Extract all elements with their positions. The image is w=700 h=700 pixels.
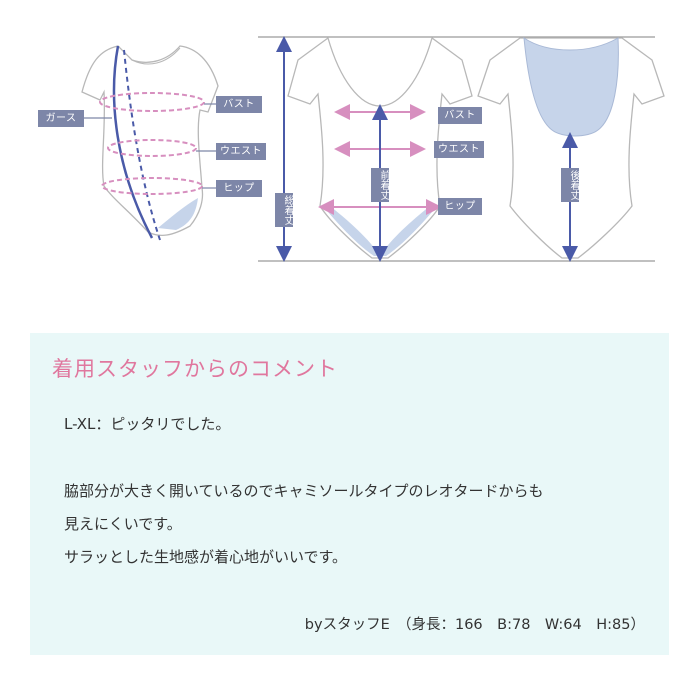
staff-signature: byスタッフE （身長：166 B:78 W:64 H:85） bbox=[304, 617, 645, 633]
total-length-label: 総着丈 bbox=[275, 193, 293, 227]
back-length-label: 後着丈 bbox=[561, 168, 579, 202]
measurement-diagram: ガース バスト ウエスト ヒップ 総着丈 前着丈 後着丈 バスト ウエスト ヒッ… bbox=[0, 0, 700, 300]
bust-label-side: バスト bbox=[216, 96, 262, 113]
front-length-label: 前着丈 bbox=[371, 168, 389, 202]
leotard-side-view bbox=[81, 45, 219, 241]
comment-line-side: 脇部分が大きく開いているのでキャミソールタイプのレオタードからも bbox=[64, 482, 544, 500]
comment-line-fabric: サラッとした生地感が着心地がいいです。 bbox=[64, 548, 348, 566]
girth-label: ガース bbox=[38, 110, 84, 127]
staff-comment-panel: 着用スタッフからのコメント L-XL：ピッタリでした。 脇部分が大きく開いている… bbox=[30, 333, 669, 655]
bust-label-front: バスト bbox=[438, 107, 482, 124]
waist-label-side: ウエスト bbox=[216, 143, 266, 160]
hip-label-side: ヒップ bbox=[216, 180, 262, 197]
leotard-front-view bbox=[287, 36, 473, 262]
comment-title: 着用スタッフからのコメント bbox=[52, 357, 338, 381]
leotard-illustrations bbox=[81, 36, 665, 262]
hip-label-front: ヒップ bbox=[438, 198, 482, 215]
waist-label-front: ウエスト bbox=[434, 141, 484, 158]
leotard-back-view bbox=[477, 37, 665, 262]
comment-line-visible: 見えにくいです。 bbox=[64, 515, 182, 533]
comment-line-size: L-XL：ピッタリでした。 bbox=[64, 415, 231, 433]
